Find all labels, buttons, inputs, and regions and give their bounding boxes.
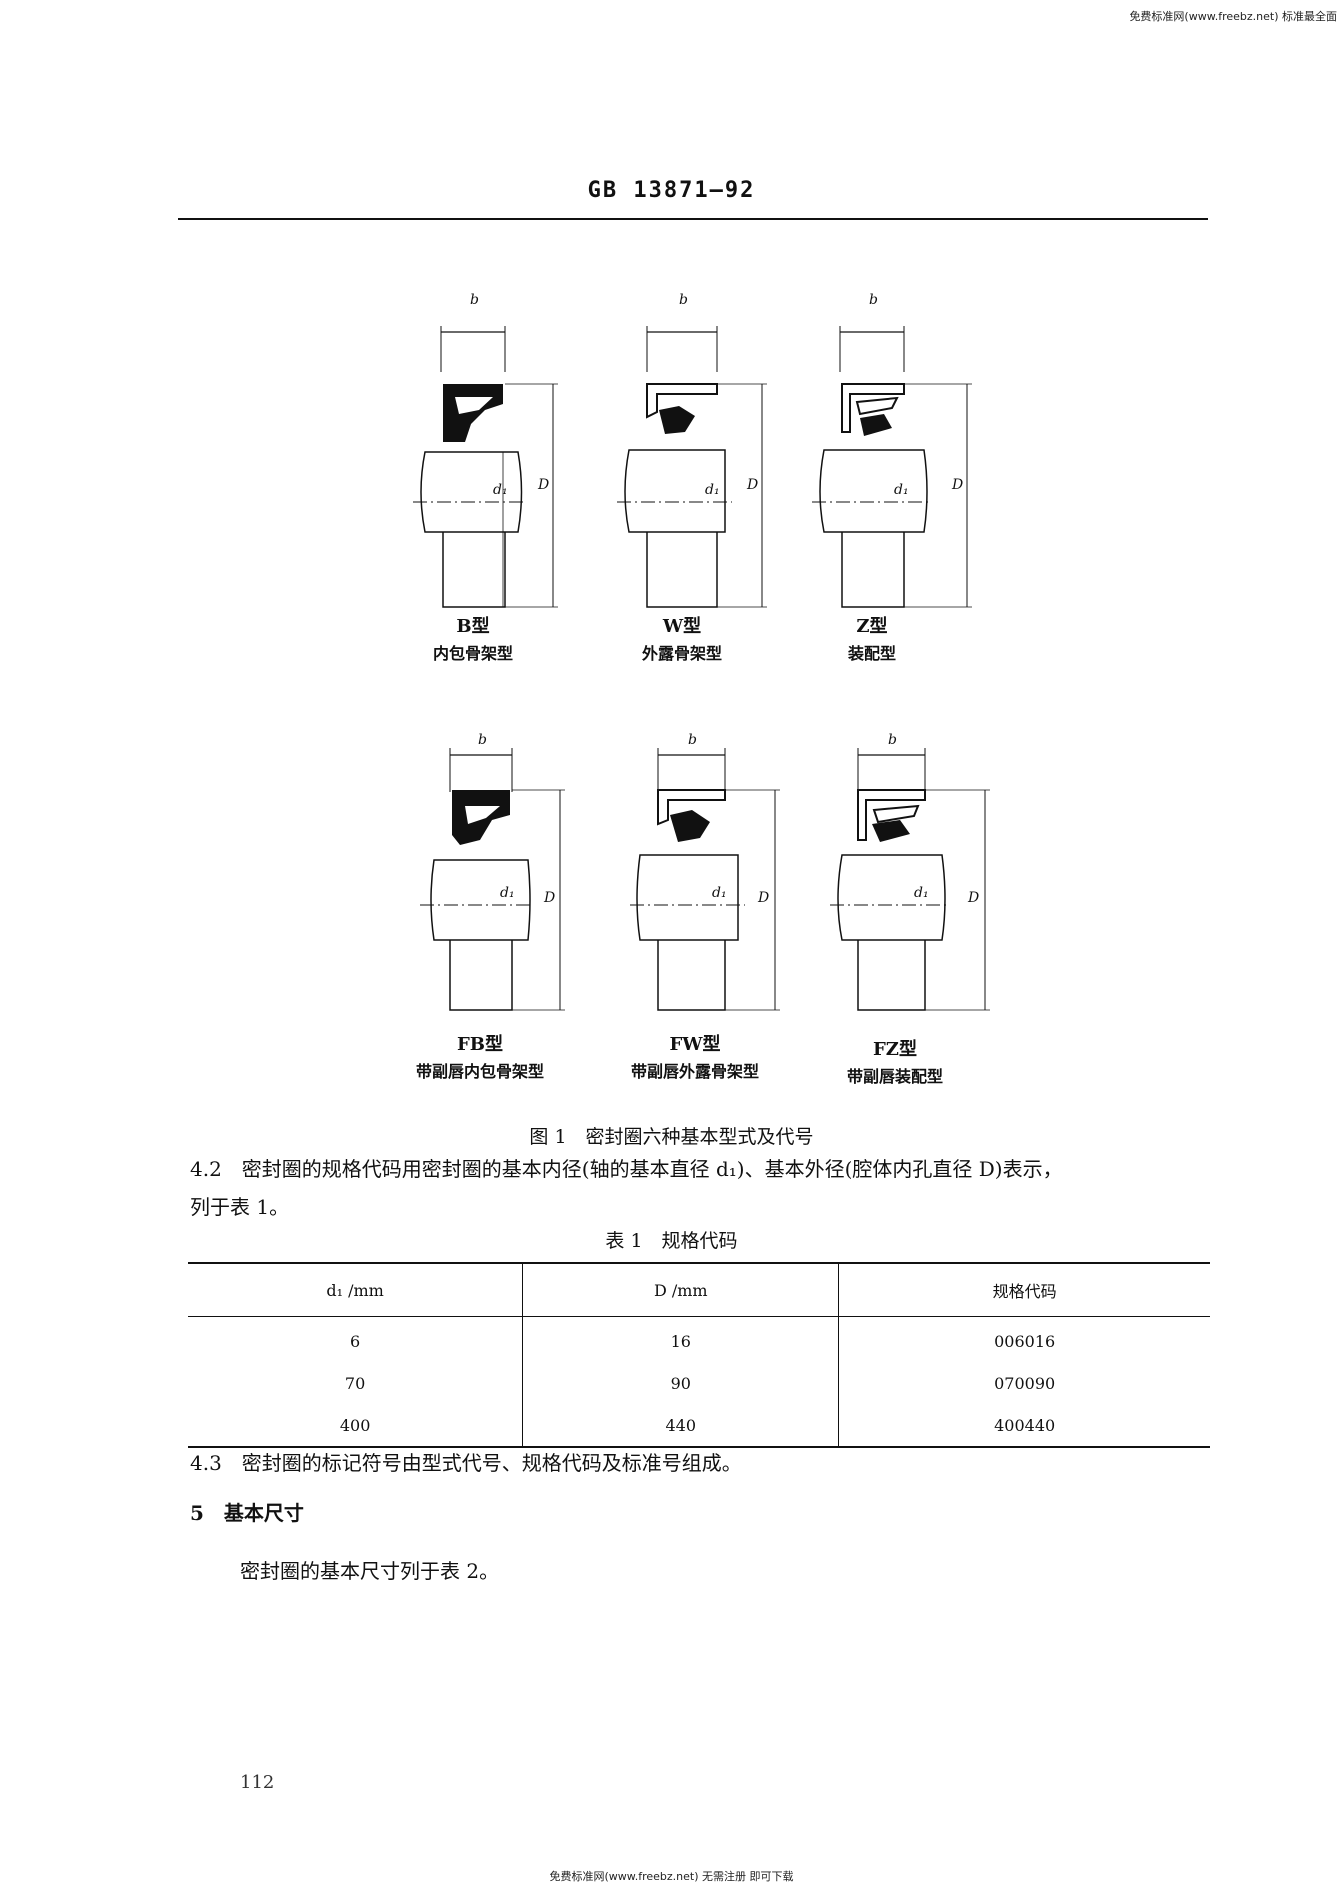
type-code: B型	[456, 616, 490, 637]
cell-d1: 400	[188, 1404, 524, 1448]
dim-D-label: D	[952, 477, 964, 493]
dim-d1-label: d₁	[914, 885, 929, 901]
type-code: FB型	[457, 1034, 503, 1055]
seal-type-fw: b d₁ D FW型 带副唇外露骨架型	[630, 720, 830, 1085]
type-name: 带副唇装配型	[846, 1067, 943, 1086]
type-code: FW型	[669, 1034, 721, 1055]
cell-D: 440	[522, 1404, 840, 1448]
dim-D-label: D	[968, 890, 980, 906]
dim-d1-label: d₁	[894, 482, 909, 498]
cell-spec-code: 070090	[994, 1373, 1056, 1393]
type-name: 装配型	[847, 644, 896, 663]
dim-b-label: b	[470, 292, 479, 308]
cell-d1: 6	[188, 1316, 524, 1362]
dim-d1-label: d₁	[493, 482, 508, 498]
dim-b-label: b	[688, 732, 697, 748]
table-row: 70 90 070090	[188, 1362, 1210, 1404]
cell-D: 90	[522, 1362, 840, 1404]
seal-type-b: b d₁ D B型 内包骨架型	[413, 292, 613, 687]
seal-type-w: b d₁ D W型 外露骨架型	[617, 292, 817, 687]
column-header-D: D /mm	[522, 1262, 840, 1317]
type-name: 外露骨架型	[641, 644, 722, 663]
dim-b-label: b	[888, 732, 897, 748]
dim-b-label: b	[478, 732, 487, 748]
dim-b-label: b	[679, 292, 688, 308]
type-name: 内包骨架型	[432, 644, 513, 663]
table-row: 400 440 400440	[188, 1404, 1210, 1448]
page-number: 112	[240, 1772, 275, 1793]
seal-type-fz: b d₁ D FZ型 带副唇装配型	[830, 720, 1030, 1086]
seal-figure: b d₁ D B型 内包骨架型 b d₁ D W型 外露骨架型	[413, 292, 1030, 1086]
section-5-heading: 5 基本尺寸	[190, 1501, 304, 1525]
dim-b-label: b	[869, 292, 878, 308]
type-code: W型	[662, 616, 702, 637]
type-name: 带副唇内包骨架型	[415, 1062, 544, 1081]
cell-D: 16	[522, 1316, 840, 1362]
dim-D-label: D	[544, 890, 556, 906]
cell-d1: 70	[188, 1362, 524, 1404]
dim-d1-label: d₁	[500, 885, 515, 901]
type-code: FZ型	[873, 1039, 917, 1060]
dim-D-label: D	[538, 477, 550, 493]
table-row: 6 16 006016	[188, 1316, 1210, 1362]
section-4-2-line1: 4.2 密封圈的规格代码用密封圈的基本内径(轴的基本直径 d₁)、基本外径(腔体…	[190, 1157, 1063, 1181]
table-header-row: d₁ /mm D /mm 规格代码	[188, 1262, 1210, 1317]
section-4-3: 4.3 密封圈的标记符号由型式代号、规格代码及标准号组成。	[190, 1451, 742, 1475]
standard-number-header: GB 13871—92	[587, 178, 756, 203]
dim-d1-label: d₁	[712, 885, 727, 901]
dim-D-label: D	[758, 890, 770, 906]
table-1-caption: 表 1 规格代码	[605, 1230, 738, 1252]
column-header-spec-code: 规格代码	[838, 1262, 1210, 1317]
type-name: 带副唇外露骨架型	[630, 1062, 759, 1081]
seal-type-z: b d₁ D Z型 装配型	[812, 292, 1012, 687]
header-rule	[178, 218, 1208, 220]
section-5-text: 密封圈的基本尺寸列于表 2。	[240, 1559, 500, 1583]
watermark-top: 免费标准网(www.freebz.net) 标准最全面	[1129, 10, 1337, 23]
seal-type-fb: b d₁ D FB型 带副唇内包骨架型	[416, 720, 620, 1085]
column-header-d1: d₁ /mm	[188, 1262, 524, 1317]
dim-D-label: D	[747, 477, 759, 493]
cell-spec-code: 006016	[994, 1331, 1056, 1351]
figure-caption: 图 1 密封圈六种基本型式及代号	[529, 1126, 814, 1148]
section-4-2-line2: 列于表 1。	[190, 1195, 290, 1219]
type-code: Z型	[856, 616, 888, 637]
dim-d1-label: d₁	[705, 482, 720, 498]
watermark-bottom: 免费标准网(www.freebz.net) 无需注册 即可下载	[549, 1870, 794, 1883]
cell-spec-code: 400440	[838, 1404, 1210, 1448]
spec-code-table: d₁ /mm D /mm 规格代码 6 16 006016 70 90 0700…	[188, 1262, 1210, 1448]
